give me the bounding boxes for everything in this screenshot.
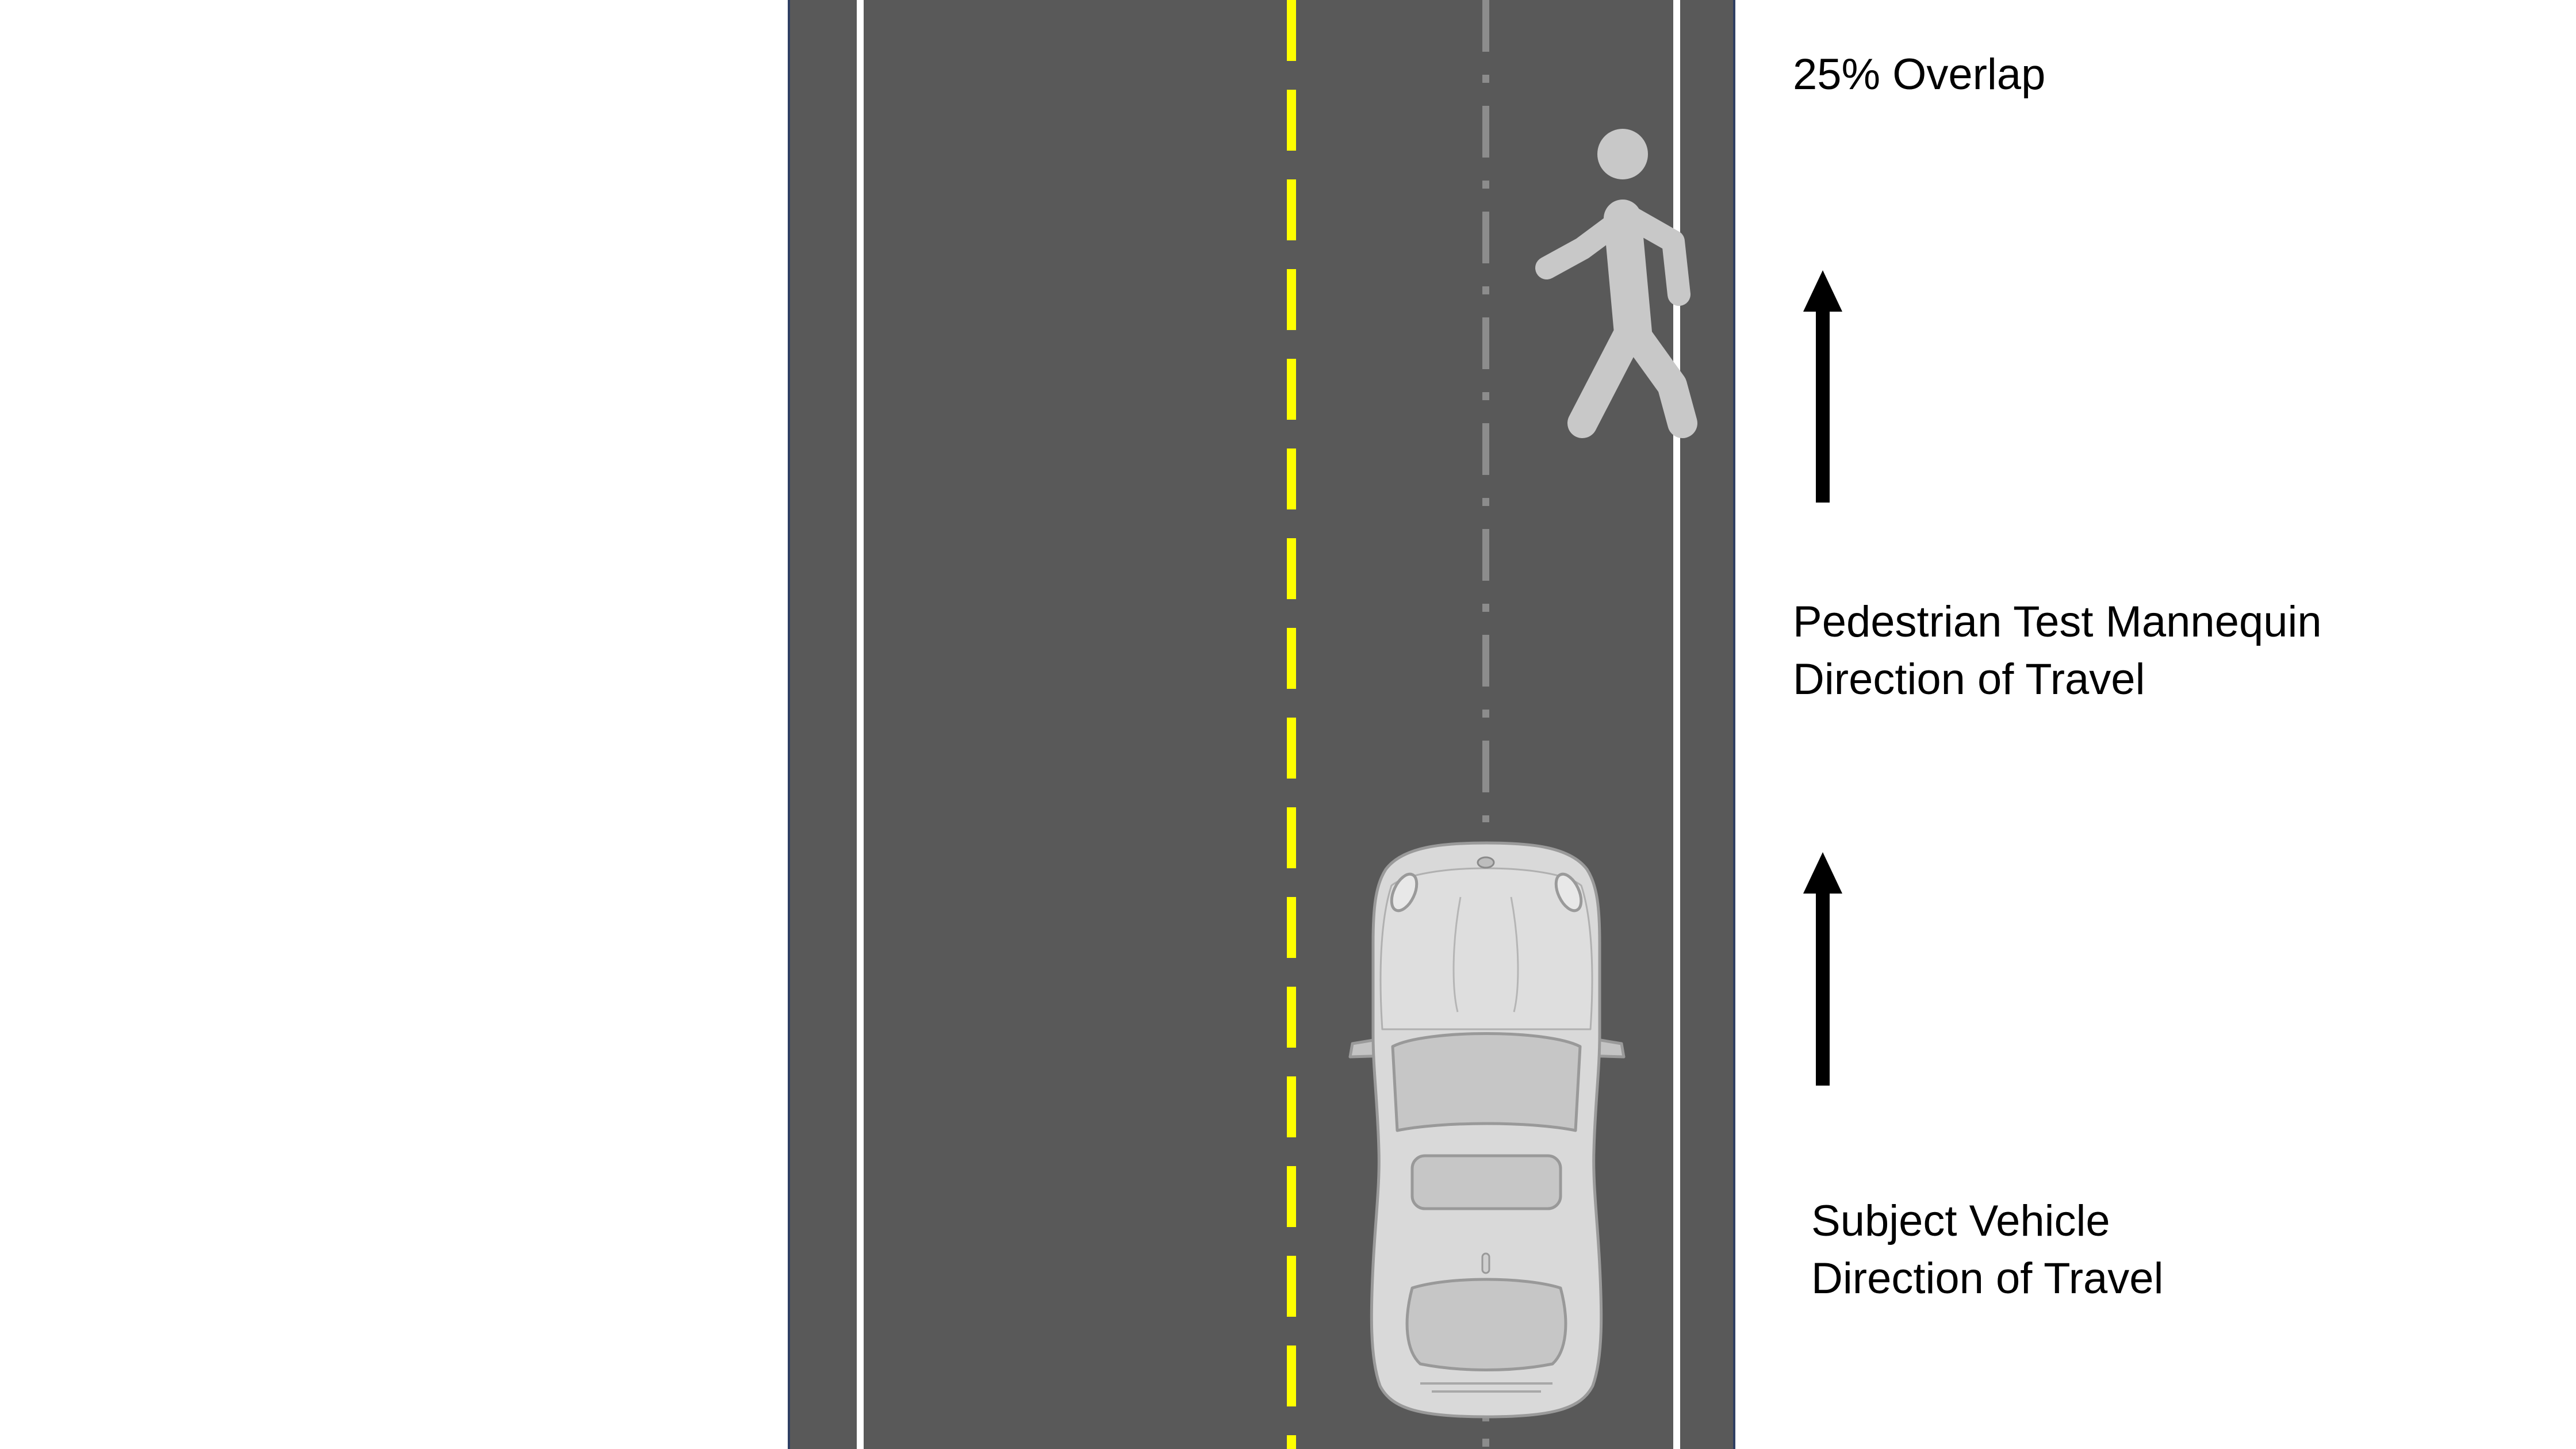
right-edge-line — [1673, 0, 1680, 1449]
vehicle-label-line-1: Subject Vehicle — [1811, 1197, 2110, 1245]
overlap-text: 25% Overlap — [1793, 50, 2046, 99]
vehicle-direction-label: Subject Vehicle Direction of Travel — [1811, 1193, 2163, 1308]
car-top-view-icon — [1348, 841, 1626, 1419]
pedestrian-direction-label: Pedestrian Test Mannequin Direction of T… — [1793, 593, 2322, 708]
overlap-label: 25% Overlap — [1793, 46, 2045, 103]
vehicle-label-line-2: Direction of Travel — [1811, 1254, 2164, 1303]
pedestrian-direction-arrow-icon — [1803, 270, 1842, 503]
left-edge-line — [857, 0, 864, 1449]
walking-person-icon — [1535, 129, 1697, 438]
pedestrian-label-line-1: Pedestrian Test Mannequin — [1793, 597, 2322, 646]
pedestrian-label-line-2: Direction of Travel — [1793, 655, 2145, 704]
vehicle-direction-arrow-icon — [1803, 852, 1842, 1086]
